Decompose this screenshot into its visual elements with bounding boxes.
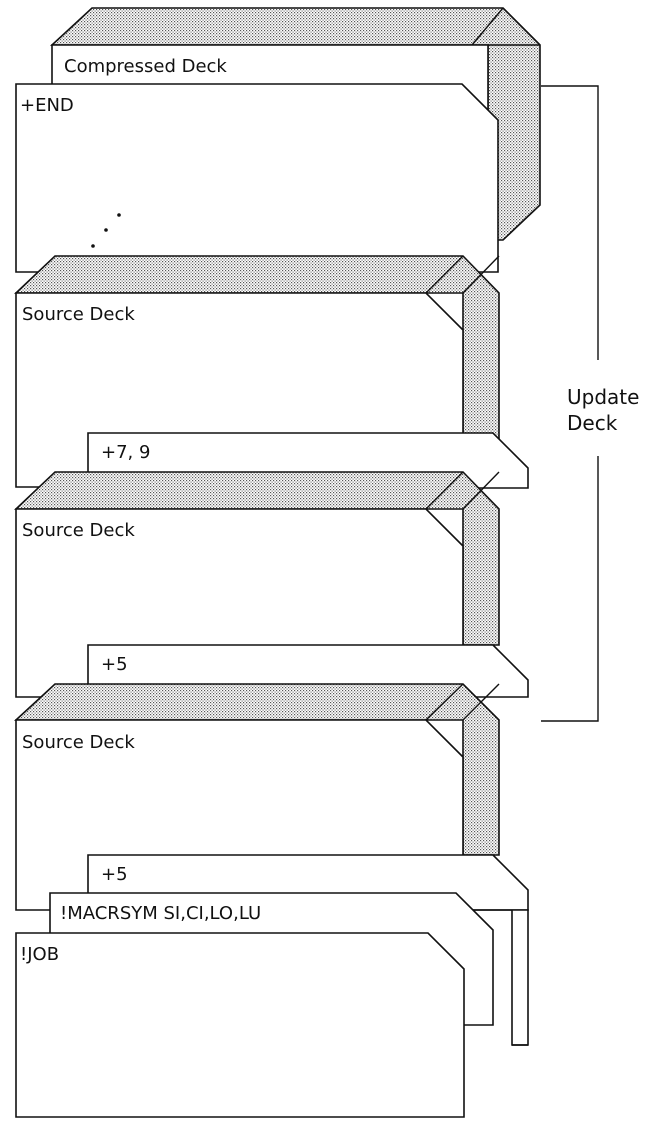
bracket-line-lower: [541, 456, 598, 721]
bracket-label-line2: Deck: [567, 411, 618, 435]
source-deck-3-group: Source Deck +5: [16, 684, 528, 910]
plus-5-label-b: +5: [101, 864, 128, 885]
end-card: [16, 84, 498, 272]
ellipsis-dot: [104, 228, 108, 232]
macrsym-label: !MACRSYM SI,CI,LO,LU: [60, 903, 261, 924]
compressed-deck-group: Compressed Deck +END: [16, 8, 540, 272]
source-deck-2-group: Source Deck +5: [16, 472, 528, 697]
job-card: [16, 933, 464, 1117]
job-label: !JOB: [20, 944, 59, 965]
plus-7-9-label: +7, 9: [101, 442, 150, 463]
source-deck-2-label: Source Deck: [22, 520, 135, 541]
compressed-deck-label: Compressed Deck: [64, 56, 227, 77]
bracket-label-line1: Update: [567, 385, 639, 409]
job-group: !JOB: [16, 933, 464, 1117]
source-deck-1-group: Source Deck +7, 9: [16, 256, 528, 488]
bracket-line: [541, 86, 598, 360]
ellipsis-dot: [91, 244, 95, 248]
update-deck-bracket: Update Deck: [541, 86, 639, 721]
end-card-label: +END: [20, 95, 74, 116]
source-deck-3-label: Source Deck: [22, 732, 135, 753]
ellipsis-dot: [117, 213, 121, 217]
source-deck-1-label: Source Deck: [22, 304, 135, 325]
plus-5-label-a: +5: [101, 654, 128, 675]
